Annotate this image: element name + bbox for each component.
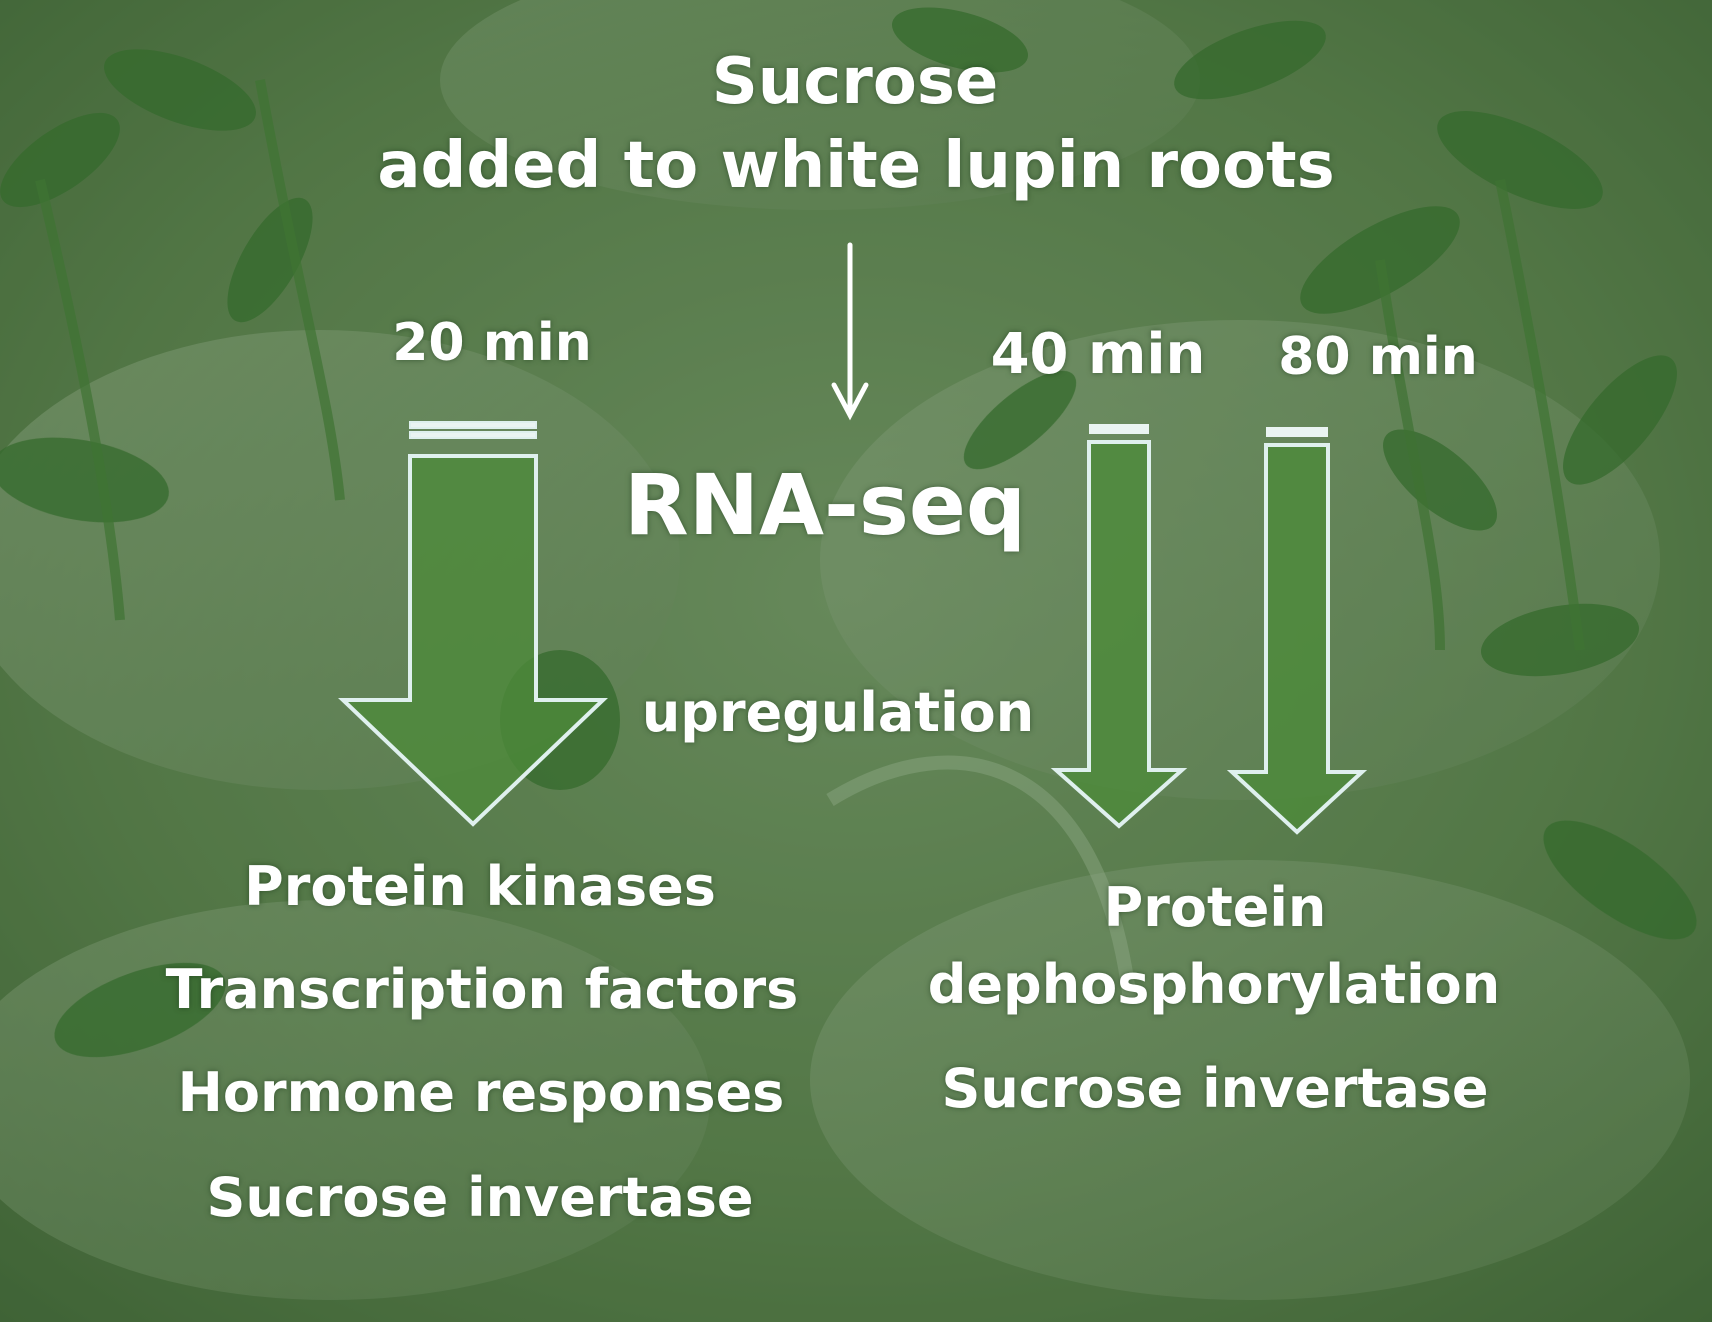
tube [826, 755, 1137, 1001]
pot-bottom-right [810, 860, 1690, 1300]
down-arrow-small [831, 242, 869, 421]
title-line2: added to white lupin roots [377, 129, 1335, 203]
method-label: RNA-seq [624, 456, 1026, 554]
arrow-40-min [1050, 424, 1188, 829]
early-response-2: Transcription factors [165, 958, 799, 1021]
early-response-4: Sucrose invertase [206, 1166, 754, 1229]
timepoint-80-min: 80 min [1278, 327, 1478, 387]
timepoint-20-min: 20 min [392, 313, 592, 373]
title-line1: Sucrose [711, 45, 999, 119]
late-response-1b: dephosphorylation [927, 953, 1501, 1016]
early-response-3: Hormone responses [177, 1061, 785, 1124]
late-response-2: Sucrose invertase [941, 1057, 1489, 1120]
early-response-1: Protein kinases [244, 855, 716, 918]
late-response-1a: Protein [1103, 876, 1327, 939]
lupin-stems [35, 79, 1585, 651]
timepoint-40-min: 40 min [990, 322, 1206, 387]
arrow-80-min [1226, 427, 1368, 835]
regulation-label: upregulation [641, 681, 1035, 744]
arrow-20-min [338, 421, 608, 827]
